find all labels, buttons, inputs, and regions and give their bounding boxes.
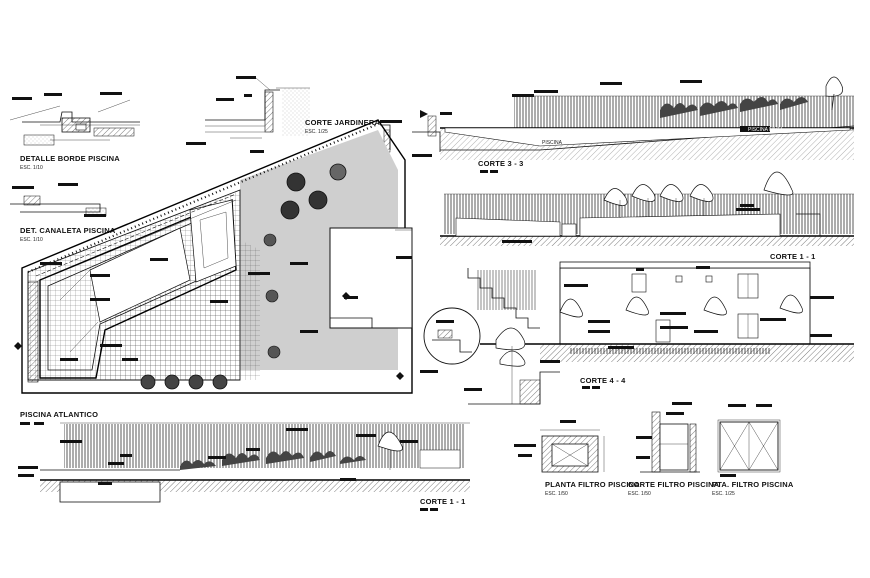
corte-1-1-bottom: CORTE 1 - 1 bbox=[18, 422, 470, 511]
detail-canaleta-piscina: DET. CANALETA PISCINA ESC. 1/10 bbox=[10, 183, 116, 243]
detalle-borde-scale: ESC. 1/10 bbox=[20, 165, 43, 171]
pta-filtro-piscina: PTA. FILTRO PISCINA ESC. 1/25 bbox=[712, 404, 794, 497]
corte-filtro-title: CORTE FILTRO PISCINA bbox=[628, 480, 720, 489]
detail-jardinera-top bbox=[186, 76, 310, 153]
planta-filtro-title: PLANTA FILTRO PISCINA bbox=[545, 480, 640, 489]
det-canaleta-scale: ESC. 1/10 bbox=[20, 237, 43, 243]
pta-filtro-scale: ESC. 1/25 bbox=[712, 491, 735, 497]
det-canaleta-title: DET. CANALETA PISCINA bbox=[20, 226, 116, 235]
detail-borde-piscina: DETALLE BORDE PISCINA ESC. 1/10 bbox=[9, 92, 140, 171]
corte-jardinera-scale: ESC. 1/25 bbox=[305, 129, 328, 135]
pta-filtro-title: PTA. FILTRO PISCINA bbox=[712, 480, 794, 489]
corte-filtro-piscina: CORTE FILTRO PISCINA ESC. 1/50 bbox=[628, 402, 720, 497]
site-plan-piscina: PISCINA ATLANTICO bbox=[14, 119, 438, 425]
corte-4-4-title: CORTE 4 - 4 bbox=[580, 376, 626, 385]
planta-filtro-scale: ESC. 1/50 bbox=[545, 491, 568, 497]
corte-jardinera-title: CORTE JARDINERA bbox=[305, 118, 380, 127]
piscina-atlantico-title: PISCINA ATLANTICO bbox=[20, 410, 98, 419]
corte-4-4: CORTE 4 - 4 bbox=[423, 307, 626, 405]
detalle-borde-title: DETALLE BORDE PISCINA bbox=[20, 154, 120, 163]
corte-1-1-bottom-title: CORTE 1 - 1 bbox=[420, 497, 466, 506]
corte-3-3: PISCINA PISCINA NIVEL CORTE 3 - 3 bbox=[412, 76, 855, 173]
planta-filtro-piscina: PLANTA FILTRO PISCINA ESC. 1/50 bbox=[514, 420, 640, 497]
corte-1-1-building: CORTE 1 - 1 bbox=[467, 252, 854, 362]
piscina-small-label: PISCINA bbox=[542, 140, 563, 146]
piscina-nivel-label: PISCINA NIVEL bbox=[748, 127, 784, 133]
corte-1-1-upper bbox=[440, 171, 854, 246]
corte-filtro-scale: ESC. 1/50 bbox=[628, 491, 651, 497]
corte-1-1-top-title: CORTE 1 - 1 bbox=[770, 252, 816, 261]
corte-3-3-title: CORTE 3 - 3 bbox=[478, 159, 524, 168]
